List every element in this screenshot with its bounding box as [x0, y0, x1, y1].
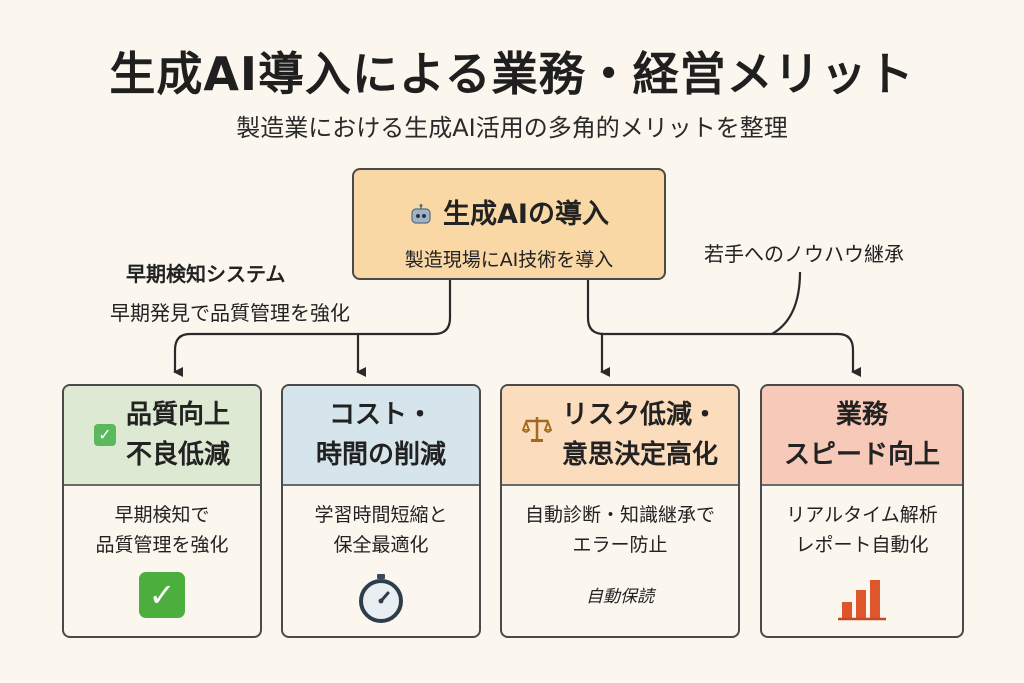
card-quality-body: 早期検知で 品質管理を強化 ✓ — [64, 486, 260, 618]
card-quality-line1: 早期検知で — [114, 504, 210, 526]
card-cost-body: 学習時間短縮と 保全最適化 — [283, 486, 479, 624]
side-right-title: 若手へのノウハウ継承 — [704, 242, 904, 266]
card-quality-title-line1: 品質向上 — [125, 400, 230, 430]
card-quality-line2: 品質管理を強化 — [95, 534, 229, 556]
card-speed: 業務 スピード向上 リアルタイム解析 レポート自動化 — [760, 384, 964, 638]
card-risk: リスク低減・ 意思決定高化 自動診断・知識継承で エラー防止 自動保読 — [500, 384, 740, 638]
root-description: 製造現場にAI技術を導入 — [404, 249, 614, 271]
connector-right — [586, 280, 861, 377]
card-cost-line1: 学習時間短縮と — [314, 504, 448, 526]
card-speed-line1: リアルタイム解析 — [786, 504, 938, 526]
card-risk-line2: エラー防止 — [572, 534, 668, 556]
card-quality: ✓ 品質向上 不良低減 早期検知で 品質管理を強化 ✓ — [62, 384, 262, 638]
stopwatch-icon — [355, 572, 407, 624]
root-title: 生成AIの導入 — [443, 199, 609, 230]
side-label-right: 若手へのノウハウ継承 — [704, 238, 904, 267]
bar-chart-icon — [836, 572, 888, 624]
card-cost-header: コスト・ 時間の削減 — [283, 386, 479, 486]
card-risk-line1: 自動診断・知識継承で — [524, 504, 715, 526]
connector-left — [173, 280, 452, 377]
scales-icon — [521, 414, 553, 456]
side-left-title: 早期検知システム — [126, 262, 286, 286]
card-cost: コスト・ 時間の削減 学習時間短縮と 保全最適化 — [281, 384, 481, 638]
card-cost-title-line2: 時間の削減 — [315, 440, 446, 470]
check-icon: ✓ — [93, 424, 116, 446]
card-risk-title-line1: リスク低減・ — [561, 400, 718, 430]
card-risk-note: 自動保読 — [586, 587, 654, 607]
card-speed-title-line1: 業務 — [835, 400, 888, 430]
card-speed-line2: レポート自動化 — [795, 534, 929, 556]
card-cost-line2: 保全最適化 — [333, 534, 429, 556]
card-risk-title-line2: 意思決定高化 — [561, 440, 718, 470]
card-speed-title-line2: スピード向上 — [783, 440, 940, 470]
side-label-left: 早期検知システム 早期発見で品質管理を強化 — [110, 258, 350, 326]
root-node: 生成AIの導入 製造現場にAI技術を導入 — [352, 168, 666, 280]
card-speed-header: 業務 スピード向上 — [762, 386, 962, 486]
side-left-description: 早期発見で品質管理を強化 — [110, 301, 350, 325]
check-icon: ✓ — [139, 572, 185, 618]
card-quality-title-line2: 不良低減 — [125, 440, 230, 470]
card-speed-body: リアルタイム解析 レポート自動化 — [762, 486, 962, 624]
root-title-row: 生成AIの導入 — [354, 192, 664, 231]
page-subtitle: 製造業における生成AI活用の多角的メリットを整理 — [236, 114, 788, 142]
card-risk-body: 自動診断・知識継承で エラー防止 自動保読 — [502, 486, 738, 612]
card-risk-header: リスク低減・ 意思決定高化 — [502, 386, 738, 486]
page-title: 生成AI導入による業務・経営メリット — [109, 47, 915, 101]
card-cost-title-line1: コスト・ — [328, 400, 433, 430]
robot-icon — [409, 202, 433, 224]
card-quality-header: ✓ 品質向上 不良低減 — [64, 386, 260, 486]
connector-side-right — [771, 271, 802, 335]
